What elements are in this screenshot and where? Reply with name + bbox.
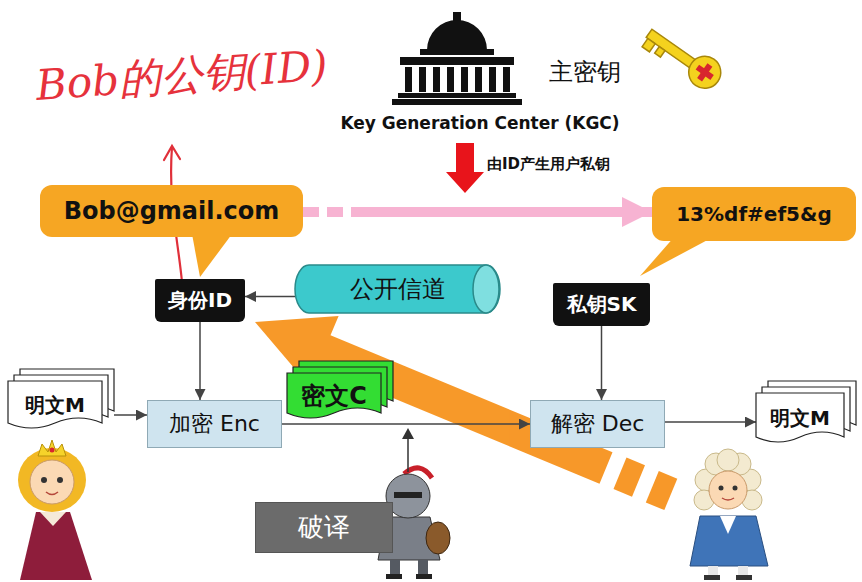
kgc-building	[475, 67, 482, 92]
kgc-building	[419, 67, 426, 92]
kgc-building	[503, 67, 510, 92]
receiver-figure	[704, 575, 720, 580]
document-page	[287, 373, 381, 418]
key-icon	[640, 20, 727, 94]
key-icon	[696, 65, 714, 80]
receiver-figure	[709, 471, 747, 509]
node-text: Key Generation Center (KGC)	[340, 113, 619, 133]
node-text: Bob@gmail.com	[64, 197, 280, 225]
attacker-figure	[426, 522, 450, 554]
attack-pointer	[407, 438, 409, 472]
handwritten-note: Bob的公钥(ID)	[34, 38, 329, 114]
attacker-figure	[390, 560, 400, 575]
kgc-building	[392, 99, 522, 105]
attack-arrow	[255, 316, 677, 510]
attack-arrow	[646, 471, 678, 510]
attack-pointer	[402, 428, 414, 439]
sender-figure	[18, 448, 86, 512]
sender-figure	[46, 492, 58, 495]
attacker-figure	[418, 560, 428, 575]
document-stack: 密文C	[287, 360, 393, 420]
kgc-building	[420, 49, 494, 55]
node-text: 密文C	[301, 380, 367, 412]
key-icon	[642, 39, 655, 52]
document-page	[756, 393, 844, 442]
kgc-building	[433, 67, 440, 92]
kgc-building	[427, 20, 487, 50]
sender-figure	[18, 440, 92, 580]
speech-bubble: 13%df#ef5&g	[652, 187, 856, 241]
connector-arrow	[114, 414, 147, 416]
receiver-figure	[708, 566, 718, 576]
connector-arrow	[245, 296, 295, 298]
attacker-figure	[386, 574, 402, 579]
node-text: 明文M	[770, 405, 830, 432]
bubble-tail	[192, 234, 232, 277]
sender-figure	[57, 477, 63, 483]
attack-pointer	[402, 428, 414, 472]
speech-bubble: Bob@gmail.com	[40, 185, 303, 237]
node-text: 身份ID	[168, 287, 232, 314]
receiver-figure	[690, 449, 768, 580]
identity-tag: 身份ID	[155, 279, 245, 322]
generate-arrow	[446, 143, 484, 193]
kgc-building	[447, 67, 454, 92]
node-text: 解密 Dec	[551, 409, 645, 439]
attacker-figure	[394, 492, 422, 498]
receiver-figure	[690, 516, 768, 566]
kgc-building	[392, 12, 522, 105]
sender-figure	[38, 440, 66, 456]
node-text: 13%df#ef5&g	[676, 202, 832, 226]
key-icon	[655, 47, 665, 58]
sender-figure	[30, 460, 74, 504]
key-tag: 私钥SK	[553, 283, 650, 326]
kgc-label: Key Generation Center (KGC)	[330, 108, 630, 138]
receiver-figure	[733, 486, 738, 491]
attack-box: 破译	[255, 502, 393, 553]
connector-arrow	[282, 423, 530, 425]
document-page	[8, 381, 102, 428]
process-box: 解密 Dec	[530, 400, 665, 448]
kgc-building	[461, 67, 468, 92]
master-key-label: 主密钥	[549, 56, 621, 88]
receiver-figure	[722, 498, 734, 500]
cylinder-body	[295, 265, 500, 313]
node-text: 破译	[298, 510, 350, 545]
sender-figure	[20, 512, 92, 580]
node-text: 公开信道	[350, 273, 446, 305]
step-label: 由ID产生用户私钥	[487, 155, 610, 174]
sender-figure	[41, 477, 47, 483]
receiver-figure	[738, 566, 748, 576]
node-text: 加密 Enc	[169, 409, 260, 439]
sender-figure	[50, 448, 55, 453]
connector-arrow	[601, 326, 603, 400]
document-stack: 明文M	[8, 368, 114, 430]
key-icon	[682, 50, 727, 95]
cylinder-cap	[473, 265, 499, 313]
node-text: 私钥SK	[567, 291, 637, 318]
connector-arrow	[665, 421, 756, 423]
bubble-tail	[640, 236, 715, 276]
document-stack: 明文M	[756, 380, 856, 444]
channel-cylinder: 公开信道	[295, 264, 500, 314]
attack-arrow	[614, 458, 646, 497]
handwritten-arrow	[164, 146, 180, 160]
process-box: 加密 Enc	[147, 400, 282, 448]
receiver-figure	[719, 486, 724, 491]
sender-figure	[40, 512, 66, 526]
connector-arrow	[303, 207, 652, 217]
kgc-building	[400, 57, 514, 65]
key-icon	[646, 29, 698, 69]
kgc-building	[489, 67, 496, 92]
kgc-building	[398, 93, 516, 98]
receiver-figure	[717, 449, 739, 471]
connector-arrow	[199, 322, 201, 400]
receiver-figure	[720, 516, 736, 534]
kgc-building	[405, 67, 412, 92]
receiver-figure	[736, 575, 752, 580]
node-text: 明文M	[25, 392, 85, 419]
attacker-figure	[416, 574, 432, 579]
